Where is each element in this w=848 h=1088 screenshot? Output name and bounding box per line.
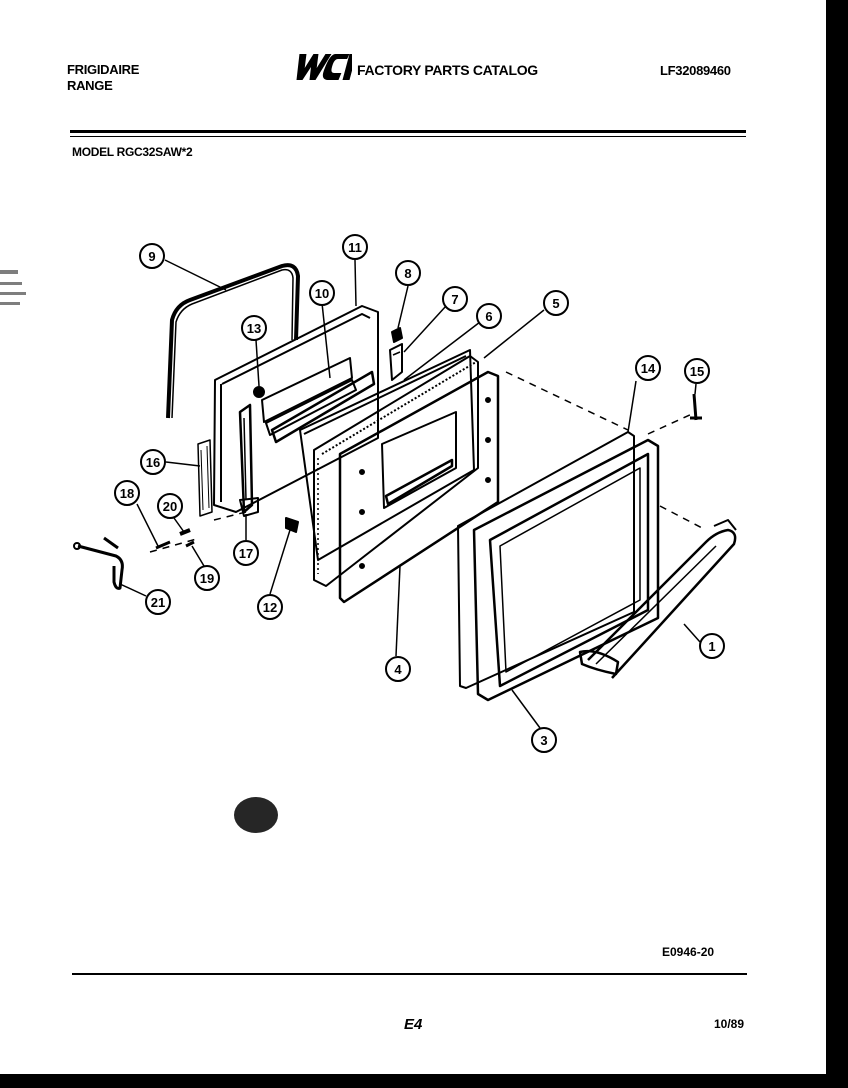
callout-18: 18 <box>114 480 140 506</box>
catalog-date: 10/89 <box>714 1017 745 1031</box>
callout-14: 14 <box>635 355 661 381</box>
inner-window-glass <box>261 357 353 423</box>
svg-text:12: 12 <box>263 600 277 615</box>
wci-logo <box>296 54 352 80</box>
callout-17: 17 <box>233 540 259 566</box>
svg-text:16: 16 <box>146 455 160 470</box>
vent-8 <box>391 327 403 343</box>
callout-20: 20 <box>157 493 183 519</box>
scan-smudge <box>234 797 278 833</box>
callout-5: 5 <box>543 290 569 316</box>
screw-12 <box>285 517 299 533</box>
screw-18 <box>155 540 171 550</box>
svg-text:3: 3 <box>540 733 547 748</box>
svg-text:5: 5 <box>552 296 559 311</box>
screw-15 <box>690 393 702 421</box>
callout-7: 7 <box>442 286 468 312</box>
svg-text:14: 14 <box>641 361 656 376</box>
callout-9: 9 <box>139 243 165 269</box>
outer-door-panel <box>338 370 500 604</box>
bracket-7 <box>389 343 403 381</box>
outer-glass-frame <box>472 438 660 702</box>
svg-text:18: 18 <box>120 486 134 501</box>
svg-text:10: 10 <box>315 286 329 301</box>
door-handle <box>587 528 737 679</box>
svg-text:21: 21 <box>151 595 165 610</box>
inner-door-liner <box>213 305 379 513</box>
header-rule-thin <box>70 136 746 137</box>
model-number: MODEL RGC32SAW*2 <box>72 145 193 159</box>
svg-text:13: 13 <box>247 321 261 336</box>
svg-text:4: 4 <box>394 662 402 677</box>
callout-3: 3 <box>531 727 557 753</box>
scan-border-bottom <box>0 1074 848 1088</box>
callout-21: 21 <box>145 589 171 615</box>
svg-text:19: 19 <box>200 571 214 586</box>
svg-text:20: 20 <box>163 499 177 514</box>
svg-text:11: 11 <box>348 240 362 255</box>
callout-4: 4 <box>385 656 411 682</box>
scan-noise-left <box>0 270 26 305</box>
door-gasket <box>166 263 300 419</box>
svg-text:17: 17 <box>239 546 253 561</box>
brand-block: FRIGIDAIRE RANGE <box>67 62 139 94</box>
callout-6: 6 <box>476 303 502 329</box>
catalog-number: LF32089460 <box>660 63 731 78</box>
callout-10: 10 <box>309 280 335 306</box>
svg-text:15: 15 <box>690 364 704 379</box>
callout-15: 15 <box>684 358 710 384</box>
hinge-spring <box>197 439 213 517</box>
callout-8: 8 <box>395 260 421 286</box>
callouts: 1 3 4 5 6 7 8 9 10 11 12 13 14 15 16 17 … <box>114 234 725 753</box>
callout-13: 13 <box>241 315 267 341</box>
footer-rule <box>72 973 747 975</box>
door-spring <box>77 544 124 590</box>
brand-name: FRIGIDAIRE <box>67 62 140 77</box>
middle-glass <box>299 349 475 561</box>
callout-19: 19 <box>194 565 220 591</box>
screw-13 <box>253 386 265 398</box>
svg-text:1: 1 <box>708 639 715 654</box>
washer-20 <box>179 528 191 536</box>
callout-11: 11 <box>342 234 368 260</box>
scan-border-right <box>826 0 848 1088</box>
door-hinge <box>238 403 254 514</box>
svg-text:7: 7 <box>451 292 458 307</box>
pin-19 <box>185 540 195 548</box>
callout-16: 16 <box>140 449 166 475</box>
header-rule <box>70 130 746 133</box>
svg-text:8: 8 <box>404 266 411 281</box>
door-window-cutout <box>381 411 457 509</box>
catalog-title: FACTORY PARTS CATALOG <box>357 62 538 78</box>
callout-1: 1 <box>699 633 725 659</box>
svg-text:6: 6 <box>485 309 492 324</box>
page-number: E4 <box>404 1016 423 1033</box>
figure-id: E0946-20 <box>662 945 715 959</box>
callout-12: 12 <box>257 594 283 620</box>
insulation-panel <box>313 355 479 587</box>
door-frame-trim <box>457 431 635 689</box>
product-type: RANGE <box>67 78 113 93</box>
svg-text:9: 9 <box>148 249 155 264</box>
